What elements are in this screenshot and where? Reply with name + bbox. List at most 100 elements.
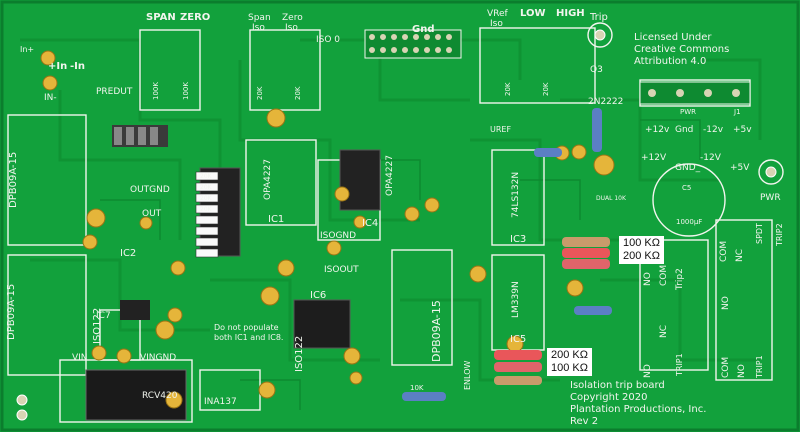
silk-r-10k: 10K <box>410 384 424 392</box>
silk-pwr-block: PWR <box>680 108 696 116</box>
silk-dpb-right: DPB09A-15 <box>430 300 443 362</box>
silk-uref: UREF <box>490 125 511 134</box>
silk-relay-com-2: COM <box>659 265 669 286</box>
silk-iso-0: ISO 0 <box>316 35 340 45</box>
silk-license-3: Attribution 4.0 <box>634 56 706 67</box>
silk-note-1: Do not populate <box>214 323 279 332</box>
silk-rail-12v: +12v <box>645 125 670 135</box>
silk-zero-iso: Zero <box>282 13 303 23</box>
silk-in-minus: IN- <box>44 93 57 103</box>
silk-relay-trip2: TRIP2 <box>775 223 784 247</box>
silk-opa-1: OPA4227 <box>263 159 273 200</box>
silk-license-1: Licensed Under <box>634 32 712 43</box>
silk-relay-nc-2: NC <box>659 325 669 338</box>
silk-note-2: both IC1 and IC8. <box>214 333 283 342</box>
silk-span: SPAN <box>146 12 176 23</box>
silk-zero: ZERO <box>180 12 210 23</box>
silk-dpb-lower: DPB09A-15 <box>6 284 17 340</box>
silk-rail-5v: +5v <box>733 125 752 135</box>
annotation-bottom-line2: 100 KΩ <box>551 362 588 374</box>
silk-relay-no-3: NO <box>643 364 653 378</box>
silk-lm339n: LM339N <box>511 281 521 318</box>
resistor-array-left <box>112 125 168 147</box>
yellow-capacitors <box>40 50 615 409</box>
silk-rail-5V-b: +5V <box>730 163 750 173</box>
silk-74ls132n: 74LS132N <box>511 172 521 218</box>
silk-iso122-right: ISO122 <box>294 336 305 372</box>
silk-ic5: IC5 <box>510 334 526 345</box>
silk-c5: C5 <box>682 184 691 192</box>
power-terminal-block <box>639 81 751 105</box>
through-hole-resistors <box>402 108 612 401</box>
silk-ic1: IC1 <box>268 214 284 225</box>
silk-ina137: INA137 <box>204 397 237 407</box>
silk-gnd: Gnd <box>412 24 435 35</box>
silk-opa-2: OPA4227 <box>385 155 395 196</box>
silk-relay-no-4: NO <box>737 364 747 378</box>
silk-r-20k-2: 20K <box>200 184 213 191</box>
silk-relay-trip1-2: TRIP1 <box>755 355 764 379</box>
silk-outgnd: OUTGND <box>130 185 170 195</box>
silk-ic6: IC6 <box>310 290 326 301</box>
silk-board-company: Plantation Productions, Inc. <box>570 404 706 415</box>
annotation-top-line1: 100 KΩ <box>623 237 660 249</box>
silk-iso122-left: ISO122 <box>92 308 103 344</box>
header-pins-gnd <box>364 29 462 59</box>
silk-rail-12V-b: +12V <box>641 153 667 163</box>
silk-enlow: ENLOW <box>463 360 472 390</box>
resistor-annotation-bottom: 200 KΩ 100 KΩ <box>547 348 592 376</box>
silk-dual-10k: DUAL 10K <box>596 195 627 202</box>
annotation-bottom-line1: 200 KΩ <box>551 349 588 361</box>
silk-high: HIGH <box>556 8 585 19</box>
silk-pwr-right: PWR <box>760 193 781 203</box>
silk-span-iso: Span <box>248 13 271 23</box>
silk-dpb-left: DPB09A-15 <box>8 152 19 208</box>
silk-q3: Q3 <box>590 65 603 75</box>
silk-relay-spdt: SPDT <box>755 223 764 244</box>
silk-vin: VIN <box>72 353 88 363</box>
resistor-annotation-top: 100 KΩ 200 KΩ <box>619 236 664 264</box>
silk-r-20k-6: 20K <box>294 86 302 100</box>
silk-relay-nc: NC <box>735 249 745 262</box>
svg-text:Iso: Iso <box>285 23 298 33</box>
silk-in-plus: In+ <box>20 45 34 54</box>
resistor-array-center <box>195 171 219 258</box>
silk-relay-com: COM <box>719 241 729 262</box>
silk-plus-in: +In <box>48 61 67 72</box>
silk-low: LOW <box>520 8 546 19</box>
silk-c5-value: 1000µF <box>676 218 702 226</box>
silk-rail-gnd-b: GND_ <box>675 163 701 173</box>
silk-2n2222: 2N2222 <box>588 97 623 107</box>
silk-r-100k-2: 100K <box>182 82 190 100</box>
silk-board-rev: Rev 2 <box>570 416 598 427</box>
silk-predout: PREDUT <box>96 87 133 97</box>
silk-r-100k-1: 100K <box>152 82 160 100</box>
silk-rail-neg12V-b: -12V <box>700 153 722 163</box>
silk-isoout: ISOOUT <box>324 265 359 275</box>
silk-vref: VRef <box>487 9 509 19</box>
mounting-holes <box>16 29 777 421</box>
silk-r-20k-3: 20K <box>200 195 213 202</box>
silk-r-20k-5: 20K <box>256 86 264 100</box>
silk-relay-trip2-lower: Trip2 <box>675 268 685 291</box>
silk-out: OUT <box>142 209 162 219</box>
silk-ic4: IC4 <box>362 218 378 229</box>
annotation-top-line2: 200 KΩ <box>623 250 660 262</box>
silk-board-copyright: Copyright 2020 <box>570 392 648 403</box>
silk-isognd: ISOGND <box>320 231 356 241</box>
silk-board-title: Isolation trip board <box>570 380 665 391</box>
silk-ic2: IC2 <box>120 248 136 259</box>
silk-relay-com-3: COM <box>721 357 731 378</box>
silk-ic7: IC7 <box>96 311 111 321</box>
silk-license-2: Creative Commons <box>634 44 729 55</box>
silk-trip: Trip <box>589 12 608 23</box>
silk-rcv420: RCV420 <box>142 391 178 401</box>
silk-r-20k-8: 20K <box>542 82 550 96</box>
silk-relay-no: NO <box>721 296 731 310</box>
silk-rail-gnd: Gnd <box>675 125 693 135</box>
silk-minus-in: -In <box>70 61 85 72</box>
silk-relay-no-2: NO <box>643 272 653 286</box>
silk-r-20k-7: 20K <box>504 82 512 96</box>
silk-rail-neg12v: -12v <box>703 125 724 135</box>
